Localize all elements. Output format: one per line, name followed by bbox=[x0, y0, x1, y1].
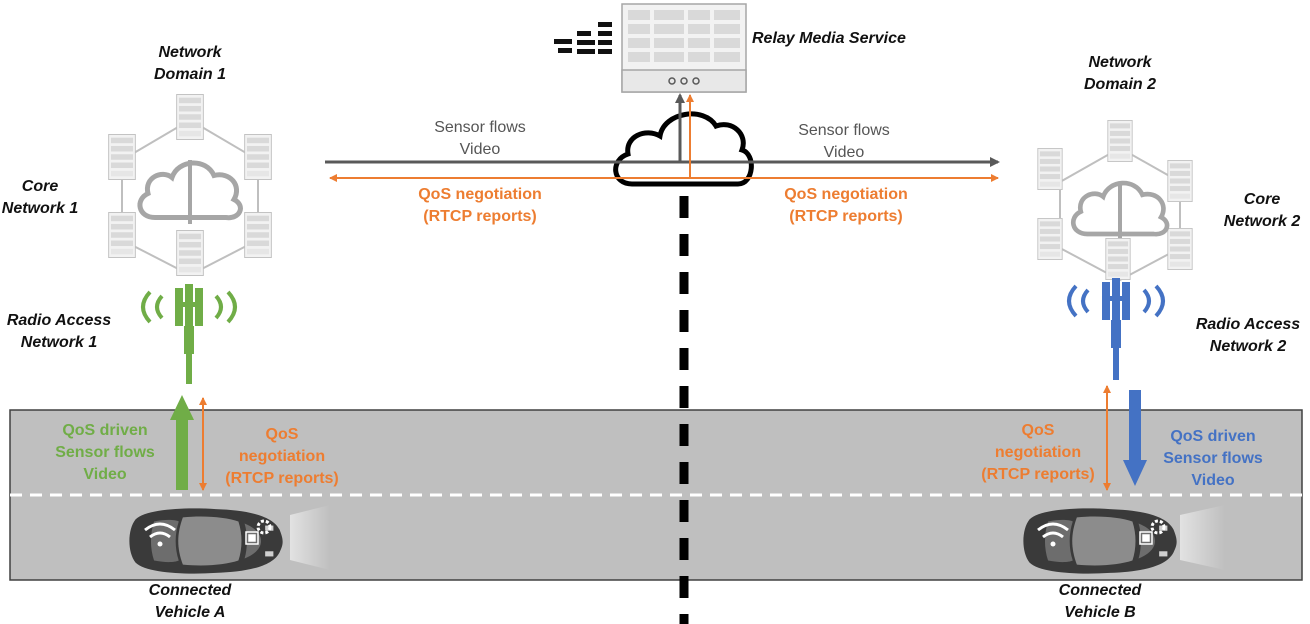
sensor-flows-label-left: Sensor flows Video bbox=[434, 119, 526, 158]
car-icon bbox=[1023, 505, 1225, 574]
relay-media-service-label: Relay Media Service bbox=[752, 30, 906, 47]
cloud-icon bbox=[613, 111, 754, 187]
qos-negotiation-label-left: QoS negotiation (RTCP reports) bbox=[418, 186, 542, 225]
antenna-tower-icon bbox=[1067, 278, 1165, 380]
qos-negotiation-label-right: QoS negotiation (RTCP reports) bbox=[784, 186, 908, 225]
core-network-2-label: Core Network 2 bbox=[1223, 191, 1301, 230]
wifi-icon bbox=[144, 522, 176, 547]
gear-icon bbox=[256, 519, 272, 535]
antenna-tower-icon bbox=[141, 284, 237, 384]
qos-negotiation-road-label-right: QoS negotiation (RTCP reports) bbox=[981, 422, 1095, 483]
core-network-1-icon bbox=[107, 94, 273, 277]
radio-access-network-1-label: Radio Access Network 1 bbox=[6, 312, 112, 351]
connected-vehicle-a-label: Connected Vehicle A bbox=[148, 582, 232, 621]
radio-access-network-2-label: Radio Access Network 2 bbox=[1195, 316, 1301, 355]
connected-vehicle-b-label: Connected Vehicle B bbox=[1058, 582, 1142, 621]
network-domain-2-label: Network Domain 2 bbox=[1083, 54, 1156, 93]
core-network-1-label: Core Network 1 bbox=[1, 178, 79, 217]
wifi-icon bbox=[1037, 522, 1069, 547]
qos-driven-label-right: QoS driven Sensor flows Video bbox=[1163, 428, 1263, 489]
car-icon bbox=[129, 505, 330, 574]
chip-icon bbox=[245, 531, 259, 545]
relay-server-icon bbox=[554, 3, 747, 93]
core-network-2-icon bbox=[1037, 120, 1193, 282]
qos-driven-label-left: QoS driven Sensor flows Video bbox=[55, 422, 155, 483]
qos-driven-downlink-arrowhead bbox=[1123, 460, 1147, 486]
qos-negotiation-road-label-left: QoS negotiation (RTCP reports) bbox=[225, 426, 339, 487]
qos-driven-uplink-arrowhead bbox=[170, 395, 194, 420]
gear-icon bbox=[1150, 519, 1166, 535]
chip-icon bbox=[1139, 531, 1153, 545]
network-domain-1-label: Network Domain 1 bbox=[153, 44, 226, 83]
sensor-flows-label-right: Sensor flows Video bbox=[798, 122, 890, 161]
